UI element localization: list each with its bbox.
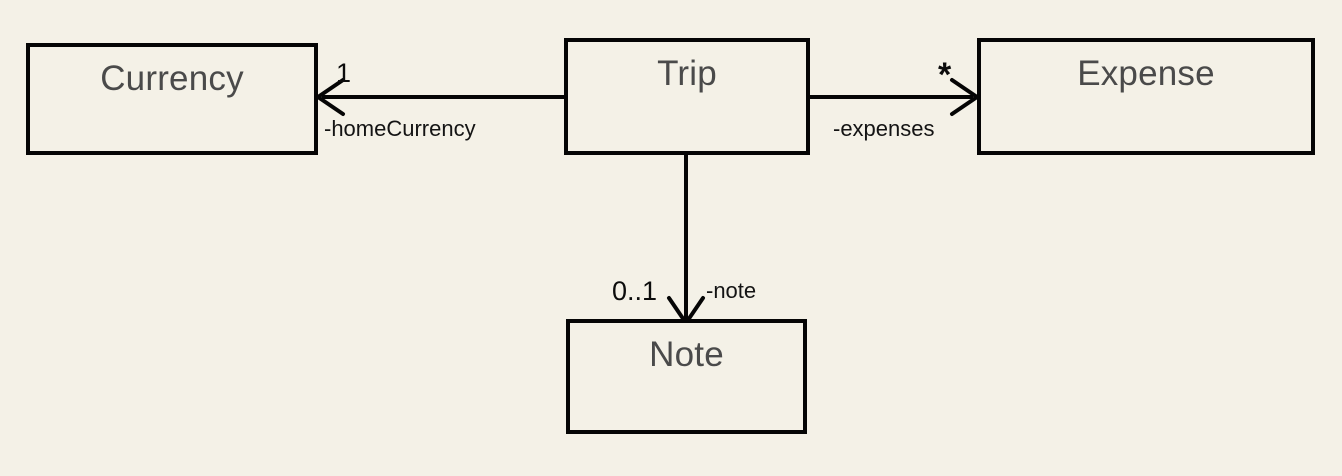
association-trip-note <box>667 155 705 327</box>
role-label-note: -note <box>706 278 757 303</box>
uml-class-name-expense: Expense <box>1077 54 1215 93</box>
uml-class-currency[interactable]: Currency <box>26 43 318 155</box>
uml-class-expense[interactable]: Expense <box>977 38 1315 155</box>
uml-class-name-currency: Currency <box>100 59 244 98</box>
association-trip-expenses <box>810 78 981 116</box>
multiplicity-label-homecurrency: 1 <box>336 58 352 88</box>
multiplicity-label-note: 0..1 <box>612 276 658 306</box>
association-trip-homecurrency <box>314 78 564 116</box>
uml-class-name-note: Note <box>649 335 724 374</box>
uml-class-note[interactable]: Note <box>566 319 807 434</box>
role-label-expenses: -expenses <box>833 116 935 141</box>
role-label-homecurrency: -homeCurrency <box>324 116 476 141</box>
arrowhead-open-left-homecurrency <box>314 78 345 116</box>
uml-class-name-trip: Trip <box>657 54 717 93</box>
multiplicity-label-expenses: * <box>938 56 952 94</box>
uml-class-trip[interactable]: Trip <box>564 38 810 155</box>
